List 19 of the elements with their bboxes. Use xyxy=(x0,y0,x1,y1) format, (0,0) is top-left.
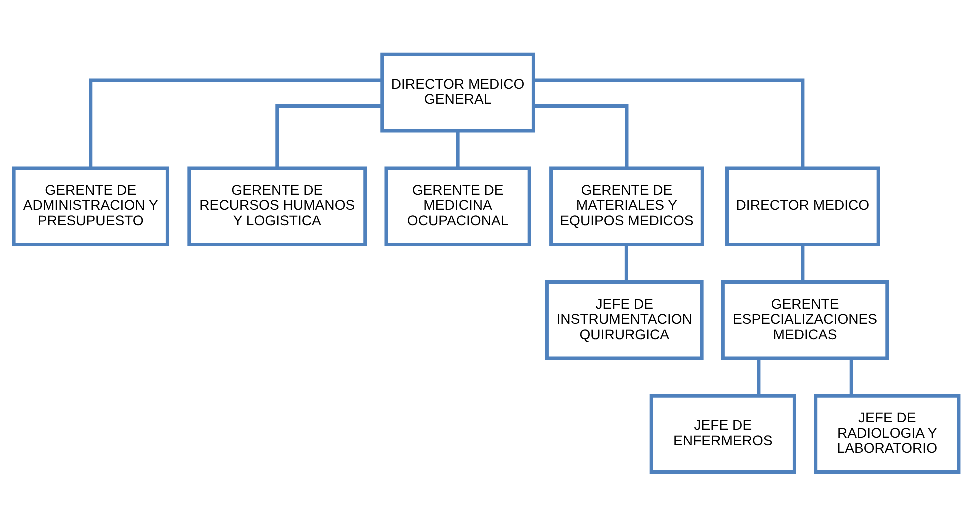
connector xyxy=(275,104,382,168)
node-box: GERENTE ESPECIALIZACIONES MEDICAS xyxy=(720,280,889,360)
connector xyxy=(534,104,628,168)
connector xyxy=(624,244,628,282)
connector xyxy=(88,78,382,168)
node-box: GERENTE DE MEDICINA OCUPACIONAL xyxy=(384,166,531,246)
node-box: JEFE DE ENFERMEROS xyxy=(649,394,796,474)
node-box: GERENTE DE RECURSOS HUMANOS Y LOGISTICA xyxy=(187,166,367,246)
connector xyxy=(456,131,460,168)
connector xyxy=(849,358,853,396)
connector xyxy=(756,358,760,396)
connector xyxy=(533,78,804,168)
connector xyxy=(800,244,804,282)
node-box: JEFE DE RADIOLOGIA Y LABORATORIO xyxy=(814,394,960,474)
node-box: DIRECTOR MEDICO GENERAL xyxy=(380,52,535,133)
node-box: GERENTE DE ADMINISTRACION Y PRESUPUESTO xyxy=(12,166,169,246)
node-box: GERENTE DE MATERIALES Y EQUIPOS MEDICOS xyxy=(549,166,704,246)
node-box: JEFE DE INSTRUMENTACION QUIRURGICA xyxy=(544,280,704,360)
node-box: DIRECTOR MEDICO xyxy=(725,166,880,246)
